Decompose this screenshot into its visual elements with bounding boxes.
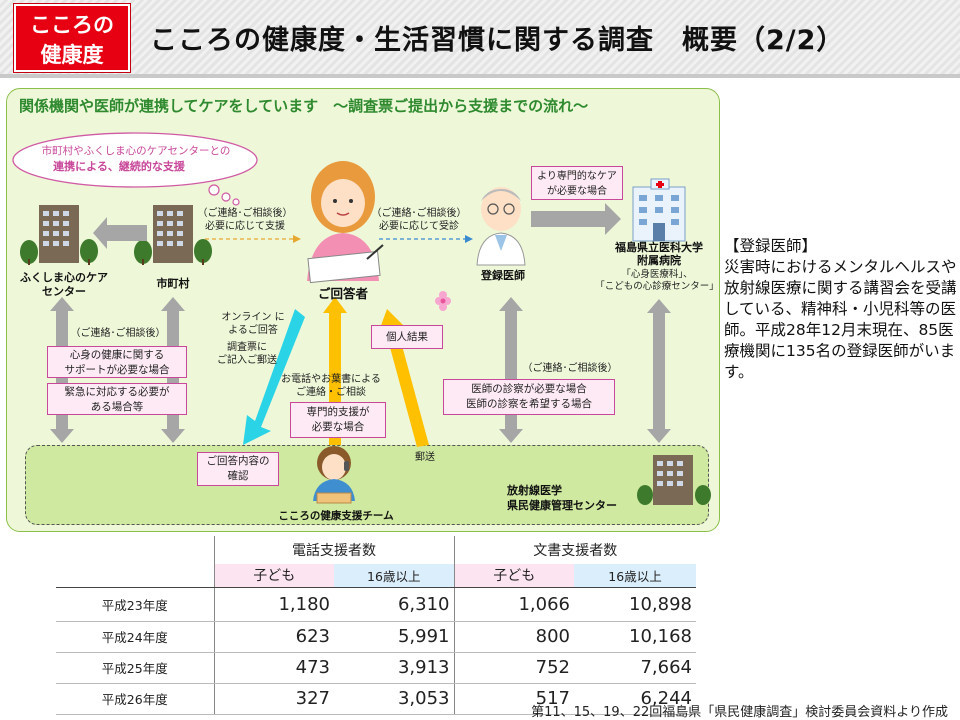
respondent-figure-icon — [307, 161, 384, 284]
left-contact-note: （ご連絡･ご相談後） — [70, 328, 166, 339]
letter-adult-header: 16歳以上 — [574, 564, 696, 588]
letter-support-header: 文書支援者数 — [453, 536, 696, 564]
online-answer-note: オンライン に よるご回答 — [221, 312, 285, 336]
support-team-figure-icon — [313, 446, 355, 504]
personal-result-box: 個人結果 — [371, 325, 443, 349]
support-count-table: 電話支援者数 文書支援者数 子ども 16歳以上 子ども 16歳以上 平成23年度… — [56, 536, 696, 715]
thought-bubble — [12, 132, 258, 206]
source-note: 第11、15、19、22回福島県「県民健康調査」検討委員会資料より作成 — [531, 705, 948, 720]
arrowhead-icon — [465, 235, 473, 243]
registered-doctor-label: 登録医師 — [481, 269, 525, 282]
more-specialized-care-box: より専門的なケア が必要な場合 — [531, 166, 623, 200]
care-center-building-icon — [20, 205, 98, 265]
emergency-box: 緊急に対応する必要が ある場合等 — [47, 383, 187, 415]
flower-icon — [435, 291, 451, 311]
hospital-building-icon — [632, 178, 686, 242]
support-team-band — [25, 445, 709, 525]
city-to-center-arrow — [93, 217, 147, 249]
care-flow-panel: 関係機関や医師が連携してケアをしています ～調査票ご提出から支援までの流れ～ — [6, 88, 720, 532]
paper-mail-note: 調査票に ご記入ご郵送 — [217, 342, 277, 366]
year-cell: 平成23年度 — [56, 587, 214, 622]
care-center-label: ふくしま心のケア センター — [20, 271, 108, 298]
doctor-to-hospital-arrow — [531, 203, 621, 235]
note-body: 災害時におけるメンタルヘルスや放射線医療に関する講習会を受講している、精神科・小… — [724, 258, 957, 381]
note-heading: 【登録医師】 — [724, 237, 818, 255]
registered-doctor-note: 【登録医師】 災害時におけるメンタルヘルスや放射線医療に関する講習会を受講してい… — [724, 236, 960, 383]
respondent-to-doctor-note: （ご連絡･ご相談後） 必要に応じて受診 — [371, 208, 467, 232]
table-row: 平成26年度 327 3,053 517 6,244 — [56, 683, 696, 715]
city-to-respondent-note: （ご連絡･ご相談後） 必要に応じて支援 — [197, 208, 293, 232]
doctor-figure-icon — [476, 187, 526, 266]
letter-child-cell: 800 — [453, 621, 574, 653]
phone-support-header: 電話支援者数 — [213, 536, 454, 564]
letter-child-cell: 752 — [453, 652, 574, 684]
logo-line-2: 健康度 — [40, 43, 104, 67]
letter-child-cell: 517 — [453, 683, 574, 715]
radiation-center-building-icon — [637, 455, 711, 505]
table-row: 平成23年度 1,180 6,310 1,066 10,898 — [56, 587, 696, 622]
phone-adult-cell: 6,310 — [334, 587, 454, 622]
bubble-line-2: 連携による、継続的な支援 — [53, 160, 185, 173]
table-sub-header-row: 子ども 16歳以上 子ども 16歳以上 — [56, 564, 696, 588]
phone-adult-cell: 3,913 — [334, 652, 454, 684]
table-corner-cell — [56, 564, 214, 588]
answer-confirmation-box: ご回答内容の 確認 — [197, 452, 279, 486]
letter-adult-cell: 6,244 — [574, 683, 696, 715]
table-row: 平成25年度 473 3,913 752 7,664 — [56, 652, 696, 684]
specialist-support-box: 専門的支援が 必要な場合 — [290, 402, 386, 438]
phone-child-cell: 623 — [213, 621, 334, 653]
phone-adult-header: 16歳以上 — [334, 564, 454, 588]
letter-adult-cell: 10,898 — [574, 587, 696, 622]
letter-adult-cell: 10,168 — [574, 621, 696, 653]
mail-label: 郵送 — [415, 452, 435, 463]
year-cell: 平成25年度 — [56, 652, 214, 684]
phone-child-cell: 327 — [213, 683, 334, 715]
arrowhead-icon — [293, 235, 301, 243]
table-row: 平成24年度 623 5,991 800 10,168 — [56, 621, 696, 653]
page-title: こころの健康度・生活習慣に関する調査 概要（2/2） — [150, 25, 845, 56]
hospital-label: 福島県立医科大学 附属病院 — [615, 241, 703, 267]
letter-child-header: 子ども — [453, 564, 574, 588]
year-cell: 平成24年度 — [56, 621, 214, 653]
phone-child-cell: 1,180 — [213, 587, 334, 622]
phone-adult-cell: 5,991 — [334, 621, 454, 653]
health-support-box: 心身の健康に関する サポートが必要な場合 — [47, 346, 187, 378]
online-answer-arrow — [243, 309, 305, 445]
table-corner-cell — [56, 536, 214, 564]
support-team-label: こころの健康支援チーム — [278, 510, 394, 522]
city-office-building-icon — [134, 205, 212, 265]
radiation-center-label: 放射線医学 県民健康管理センター — [507, 484, 617, 512]
hospital-departments: 「心身医療科」、 「こどもの心診療センター」 — [595, 269, 719, 292]
city-label: 市町村 — [156, 277, 190, 290]
logo-line-1: こころの — [30, 13, 114, 37]
letter-adult-cell: 7,664 — [574, 652, 696, 684]
letter-child-cell: 1,066 — [453, 587, 574, 622]
hospital-vertical-double-arrow — [647, 299, 671, 443]
doctor-exam-box: 医師の診察が必要な場合 医師の診察を希望する場合 — [443, 379, 615, 415]
phone-postcard-note: お電話やお葉書による ご連絡・ご相談 — [281, 374, 381, 398]
header-divider — [0, 74, 960, 78]
phone-child-header: 子ども — [213, 564, 334, 588]
flow-title: 関係機関や医師が連携してケアをしています ～調査票ご提出から支援までの流れ～ — [19, 97, 589, 115]
phone-child-cell: 473 — [213, 652, 334, 684]
respondent-label: ご回答者 — [317, 286, 368, 301]
table-group-header-row: 電話支援者数 文書支援者数 — [56, 536, 696, 564]
page-header: こころの 健康度 こころの健康度・生活習慣に関する調査 概要（2/2） — [0, 0, 960, 78]
right-contact-note: （ご連絡･ご相談後） — [522, 363, 618, 374]
year-cell: 平成26年度 — [56, 683, 214, 715]
brand-logo: こころの 健康度 — [14, 4, 130, 72]
phone-adult-cell: 3,053 — [334, 683, 454, 715]
bubble-line-1: 市町村やふくしま心のケアセンターとの — [41, 145, 231, 157]
